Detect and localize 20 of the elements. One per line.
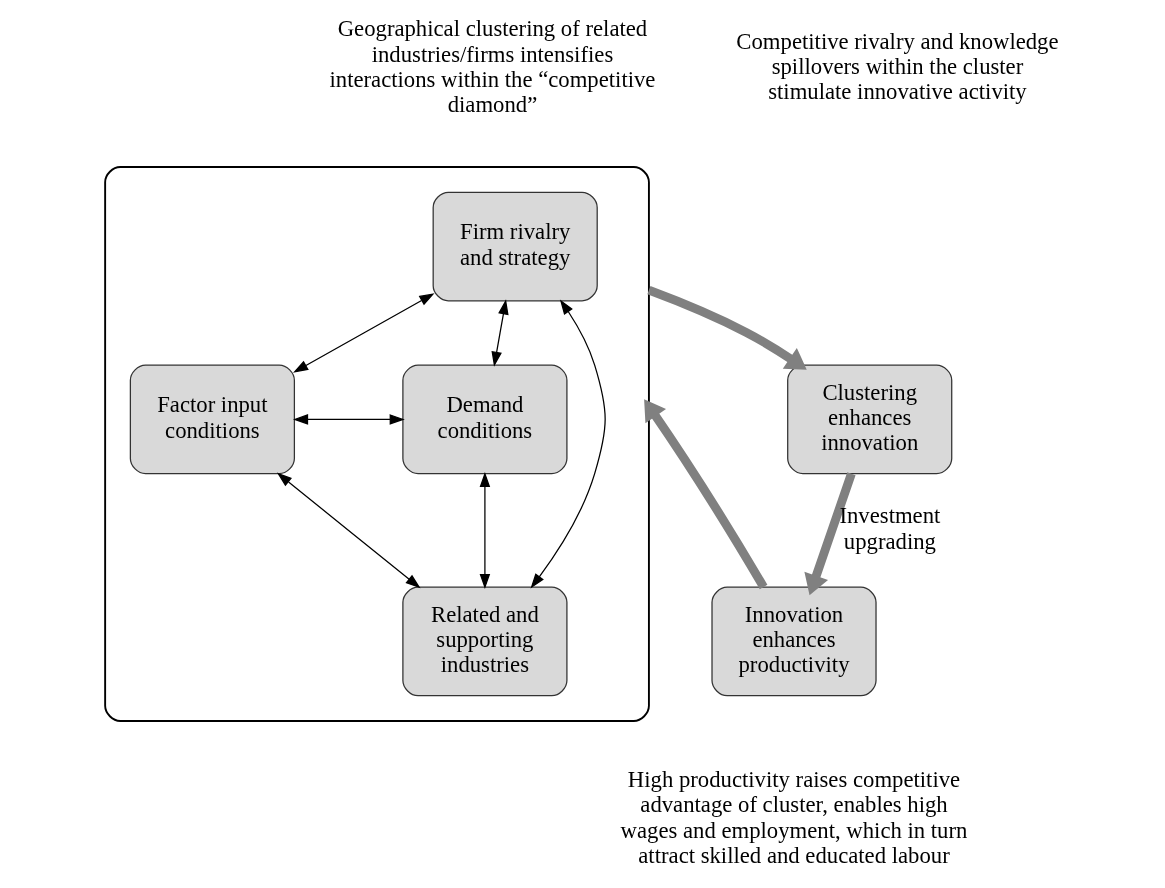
arrow [646, 286, 807, 370]
arrow [643, 399, 767, 590]
label: Competitive rivalry and knowledge spillovers within the cluster stimulate innovative activity [735, 28, 1059, 105]
node-box: Related and supporting industries [401, 586, 568, 697]
node-box: Firm rivalry and strategy [432, 191, 598, 302]
cluster [103, 166, 650, 722]
node-box: Demand conditions [401, 364, 568, 475]
arrow [490, 299, 509, 367]
node-box: Innovation enhances productivity [710, 586, 877, 697]
label: High productivity raises competitive advantage of cluster, enables high wages and employment, which in turn attract skilled and educated labour [620, 767, 967, 868]
node-box: Factor input conditions [129, 364, 295, 475]
arrow [292, 414, 405, 425]
arrow [803, 472, 856, 596]
edge-label: Investment upgrading [838, 503, 940, 554]
node-box: Clustering enhances innovation [786, 364, 952, 475]
arrow [479, 471, 490, 590]
label: Geographical clustering of related industries/firms intensifies interactions within the “competitive diamond” [329, 16, 655, 118]
arrow [276, 472, 421, 589]
arrow [530, 299, 606, 589]
arrow [292, 293, 434, 373]
